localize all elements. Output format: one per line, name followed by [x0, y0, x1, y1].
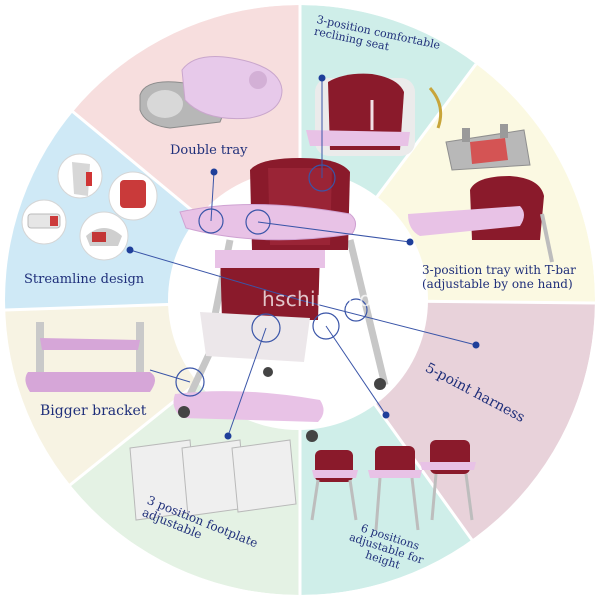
callout-dots [126, 74, 480, 440]
main-high-chair [173, 158, 389, 442]
callout-circles [175, 164, 368, 397]
bracket-image [25, 322, 155, 392]
reclining-seat-image [306, 73, 443, 156]
label-streamline: Streamline design [24, 272, 145, 287]
tbar-chair-image [408, 176, 554, 263]
tbar-tray-image [445, 124, 531, 171]
label-double-tray: Double tray [170, 143, 248, 158]
label-tray-tbar-line1: 3-position tray with T-bar [422, 263, 576, 277]
callout-lines [129, 78, 477, 437]
double-tray-image [139, 56, 283, 129]
label-tray-tbar-line2: (adjustable by one hand) [422, 277, 573, 291]
watermark: hschina.com [262, 287, 392, 311]
footplate-images [129, 439, 297, 521]
label-bracket: Bigger bracket [40, 403, 147, 419]
height-chairs-images [310, 440, 476, 531]
streamline-images [21, 153, 158, 261]
label-tray-tbar: 3-position tray with T-bar (adjustable b… [422, 263, 576, 291]
